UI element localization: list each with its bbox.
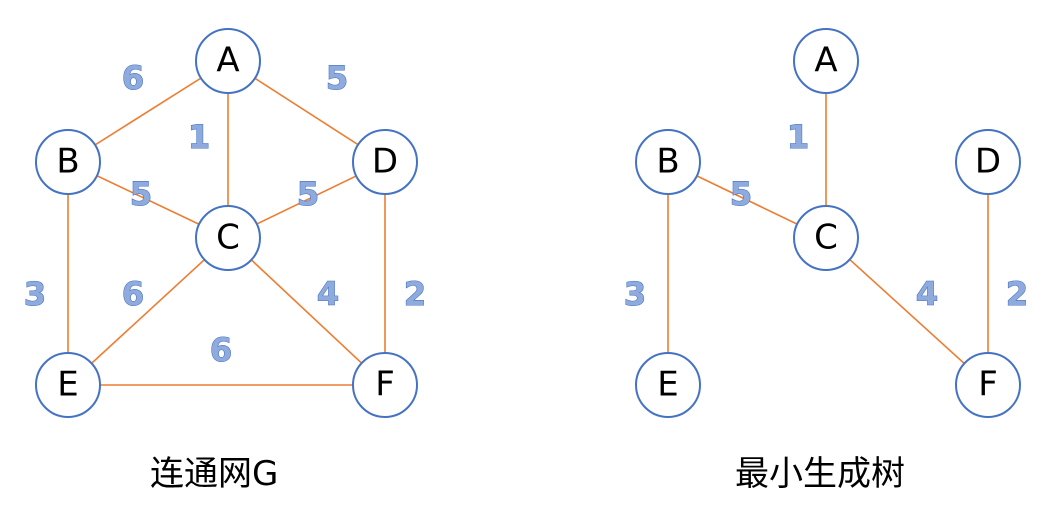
node-b: B — [635, 129, 701, 195]
connected-network-caption: 连通网G — [150, 454, 279, 494]
edge-weight-b-c: 5 — [730, 175, 752, 213]
edge-c-f — [825, 237, 989, 386]
edge-weight-e-f: 6 — [210, 331, 232, 369]
nodes: A B C D E F — [635, 28, 1021, 418]
node-label: E — [657, 365, 678, 405]
node-a: A — [195, 28, 261, 94]
edge-weight-c-f: 4 — [317, 275, 339, 313]
edge-weight-d-f: 2 — [1006, 275, 1028, 313]
node-c: C — [793, 205, 859, 271]
edge-weight-a-c: 1 — [787, 118, 809, 156]
node-circle — [955, 129, 1021, 195]
edge-weight-c-f: 4 — [916, 275, 938, 313]
edge-weight-b-c: 5 — [130, 175, 152, 213]
edge-weights: 15 3 4 2 — [623, 117, 1028, 313]
node-label: E — [57, 365, 78, 405]
edge-weight-a-c: 1 — [188, 118, 210, 156]
node-d: D — [352, 129, 418, 195]
node-label: D — [372, 142, 398, 182]
edge-weight-c-e: 6 — [122, 275, 144, 313]
node-label: B — [56, 142, 79, 182]
node-circle — [195, 28, 261, 94]
minimum-spanning-tree-caption: 最小生成树 — [735, 454, 905, 494]
node-label: A — [216, 41, 239, 81]
node-circle — [955, 352, 1021, 418]
node-circle — [195, 205, 261, 271]
node-circle — [793, 205, 859, 271]
node-a: A — [793, 28, 859, 94]
node-b: B — [35, 129, 101, 195]
edge-weight-b-e: 3 — [624, 275, 646, 313]
nodes: A B C D E F — [35, 28, 418, 418]
node-label: C — [814, 218, 838, 258]
node-e: E — [35, 352, 101, 418]
node-circle — [635, 352, 701, 418]
node-label: B — [656, 142, 679, 182]
node-label: A — [814, 41, 837, 81]
node-label: F — [375, 365, 395, 405]
edge-c-e — [67, 237, 229, 386]
edge-weight-a-b: 6 — [122, 59, 144, 97]
node-c: C — [195, 205, 261, 271]
edge-weight-b-e: 3 — [24, 275, 46, 313]
node-label: C — [216, 218, 240, 258]
edge-c-f — [227, 237, 386, 386]
node-circle — [635, 129, 701, 195]
node-d: D — [955, 129, 1021, 195]
edge-weight-a-d: 5 — [326, 59, 348, 97]
node-circle — [35, 352, 101, 418]
node-f: F — [955, 352, 1021, 418]
node-f: F — [352, 352, 418, 418]
node-label: D — [975, 142, 1001, 182]
minimum-spanning-tree-graph: 15 3 4 2 A B C D E F — [623, 28, 1029, 418]
node-circle — [793, 28, 859, 94]
node-circle — [35, 129, 101, 195]
edge-weight-c-d: 5 — [297, 175, 319, 213]
node-label: F — [978, 365, 998, 405]
edge-weight-d-f: 2 — [404, 275, 426, 313]
node-circle — [352, 352, 418, 418]
node-e: E — [635, 352, 701, 418]
node-circle — [352, 129, 418, 195]
